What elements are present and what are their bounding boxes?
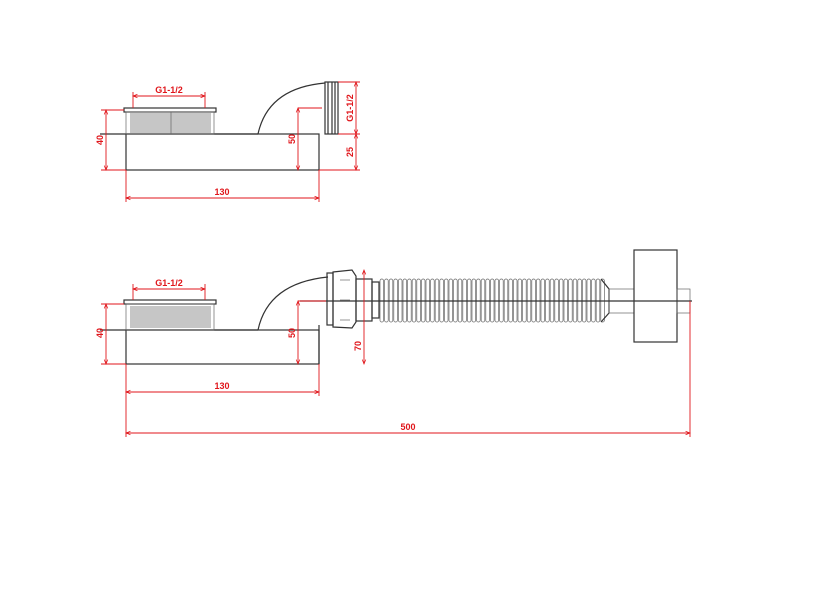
dim-height-left: 40 [95,135,105,145]
dim-length: 130 [214,381,229,391]
dim-height-outlet: 50 [287,328,297,338]
outlet-thread [324,81,339,135]
dim-height-outlet: 50 [287,134,297,144]
dim-height-left: 40 [95,328,105,338]
dim-coupling-height: 70 [353,341,363,351]
strainer [123,107,217,135]
trap-drawing-top: G1-1/2 40 50 G1-1/2 25 130 [95,82,360,202]
strainer [123,299,217,331]
dim-thread-outlet: G1-1/2 [345,94,355,122]
dim-thread-top: G1-1/2 [155,85,183,95]
coupling-nut [326,269,380,329]
dim-total-length: 500 [400,422,415,432]
dim-outlet-offset: 25 [345,147,355,157]
dim-length: 130 [214,187,229,197]
dim-thread-top: G1-1/2 [155,278,183,288]
elbow [257,276,329,331]
elbow [257,82,326,135]
trap-drawing-bottom: G1-1/2 40 50 70 130 500 [95,249,692,437]
wall-flange [633,249,678,343]
